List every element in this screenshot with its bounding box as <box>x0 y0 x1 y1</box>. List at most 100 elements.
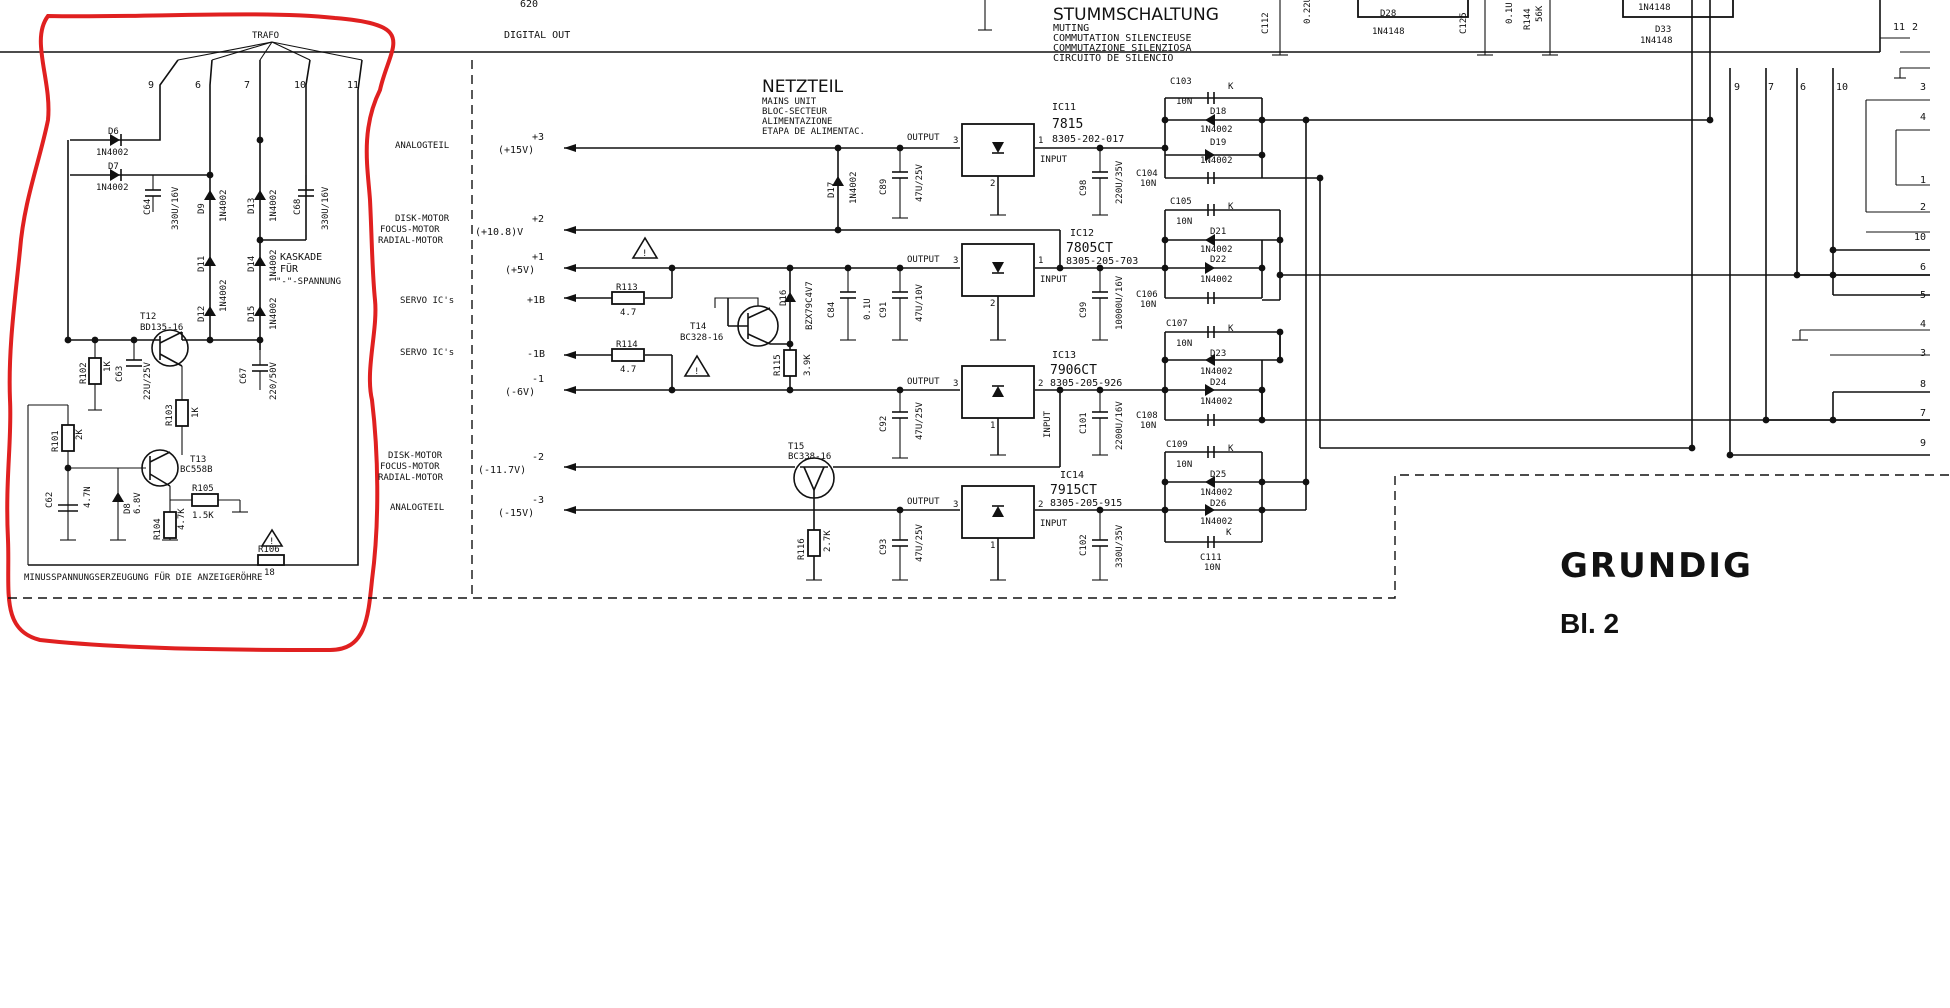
r114-value: 4.7 <box>620 365 636 375</box>
servo-a: SERVO IC's <box>400 296 454 306</box>
r102-value: 1K <box>103 361 113 372</box>
d24-label: D24 <box>1210 378 1226 388</box>
ic11-symbol-icon <box>992 142 1004 153</box>
bridge-rectifiers: C103 10N K D18 1N4002 D19 1N4002 C104 10… <box>1136 77 1284 573</box>
d21-type: 1N4002 <box>1200 245 1233 255</box>
ic12-out-pin: 3 <box>953 256 958 266</box>
ic11-output-label: OUTPUT <box>907 133 940 143</box>
d23-diode-icon <box>1205 354 1215 366</box>
rail-p3-voltage: (+15V) <box>498 145 534 156</box>
ic13-symbol-icon <box>992 386 1004 397</box>
minus-voltage-caption: MINUSSPANNUNGSERZEUGUNG FÜR DIE ANZEIGER… <box>24 572 262 583</box>
ic11-name: IC11 <box>1052 102 1076 113</box>
rail-m3-voltage: (-15V) <box>498 508 534 519</box>
c104-value: 10N <box>1140 179 1156 189</box>
ic12-in-pin: 1 <box>1038 256 1043 266</box>
d16-label: D16 <box>779 290 789 306</box>
bus-wires: 9 7 6 10 3 4 1 2 10 6 5 4 3 8 7 9 <box>1258 0 1930 511</box>
warning-icon-top <box>631 236 659 259</box>
d19-type: 1N4002 <box>1200 156 1233 166</box>
warning-icon-mid <box>683 354 711 377</box>
ic14-symbol-icon <box>992 506 1004 517</box>
c91-value: 47U/10V <box>915 283 925 322</box>
ic11-gnd-pin: 2 <box>990 179 995 189</box>
d25-label: D25 <box>1210 470 1226 480</box>
c63-value: 22U/25V <box>143 361 153 400</box>
r144-label: R144 <box>1523 8 1533 30</box>
ic14-in-pin: 2 <box>1038 500 1043 510</box>
digital-620: 620 <box>520 0 538 10</box>
focus-motor-b: FOCUS-MOTOR <box>380 462 440 472</box>
ic12-symbol-icon <box>992 262 1004 273</box>
trafo-pin-9: 9 <box>148 80 154 91</box>
rail-labels: ANALOGTEIL +3 (+15V) DISK-MOTOR FOCUS-MO… <box>378 132 545 519</box>
netzteil-line-3: ETAPA DE ALIMENTAC. <box>762 127 865 137</box>
ic13-body <box>961 365 1035 419</box>
t12-transistor-icon <box>151 329 189 367</box>
c67-value: 220/50V <box>269 361 279 400</box>
d8-value: 6.8V <box>133 492 143 514</box>
d15-type: 1N4002 <box>269 297 279 330</box>
stumm-line-3: CIRCUITO DE SILENCIO <box>1053 53 1173 64</box>
t13-label: T13 <box>190 455 206 465</box>
c109-k: K <box>1228 444 1234 454</box>
focus-motor-a: FOCUS-MOTOR <box>380 225 440 235</box>
d18-diode-icon <box>1205 114 1215 126</box>
trafo-pin-10: 10 <box>294 80 306 91</box>
ic14-regulator: OUTPUT 3 2 1 INPUT IC14 7915CT 8305-205-… <box>907 470 1122 581</box>
c105-k: K <box>1228 202 1234 212</box>
analogteil-a: ANALOGTEIL <box>395 141 449 151</box>
rail-p3: +3 <box>532 132 544 143</box>
ic12-regulator: OUTPUT 3 1 2 INPUT IC12 7805CT 8305-205-… <box>907 228 1138 341</box>
c68-label: C68 <box>293 199 303 215</box>
stumm-line-2: COMMUTAZIONE SILENZIOSA <box>1053 43 1191 54</box>
rail-p2: +2 <box>532 214 544 225</box>
c109-label: C109 <box>1166 440 1188 450</box>
ic13-in-pin: 2 <box>1038 379 1043 389</box>
c107-k: K <box>1228 324 1234 334</box>
d6-type: 1N4002 <box>96 148 129 158</box>
rail-m2-voltage: (-11.7V) <box>478 465 526 476</box>
rail-wires: ! ! <box>564 144 1165 514</box>
ic14-out-pin: 3 <box>953 500 958 510</box>
ic12-type: 7805CT <box>1066 241 1113 256</box>
d23-type: 1N4002 <box>1200 367 1233 377</box>
d6-diode-icon <box>110 134 120 146</box>
ic11-input-label: INPUT <box>1040 155 1068 165</box>
conn-pin-2: 2 <box>1920 202 1926 213</box>
minus-voltage-generator: D6 1N4002 D7 1N4002 C64 330U/16V D9 1N40… <box>24 59 363 583</box>
trafo-header: TRAFO 9 6 7 10 11 <box>148 31 363 91</box>
trafo-pin-7: 7 <box>244 80 250 91</box>
rail-m1: -1 <box>532 374 544 385</box>
d24-diode-icon <box>1205 384 1215 396</box>
d18-type: 1N4002 <box>1200 125 1233 135</box>
c89-value: 47U/25V <box>915 163 925 202</box>
t15-type: BC338-16 <box>788 452 831 462</box>
spannung-label: "-"-SPANNUNG <box>276 277 341 287</box>
d12-type: 1N4002 <box>219 279 229 312</box>
c98-label: C98 <box>1079 180 1089 196</box>
pin-2-top: 2 <box>1912 22 1918 33</box>
c107-value: 10N <box>1176 339 1192 349</box>
d22-type: 1N4002 <box>1200 275 1233 285</box>
c64-value: 330U/16V <box>171 186 181 230</box>
d14-diode-icon <box>254 256 266 266</box>
d6-label: D6 <box>108 127 119 137</box>
d-top-type: 1N4148 <box>1638 3 1671 13</box>
c103-k: K <box>1228 82 1234 92</box>
ic11-in-pin: 1 <box>1038 136 1043 146</box>
ic14-part: 8305-205-915 <box>1050 498 1122 509</box>
rail-p2-voltage: (+10.8)V <box>475 227 523 238</box>
r116-resistor-icon <box>807 529 821 557</box>
d21-diode-icon <box>1205 234 1215 246</box>
r106-value: 18 <box>264 568 275 578</box>
highlight-outline <box>5 12 396 653</box>
rail-m2: -2 <box>532 452 544 463</box>
ic12-output-label: OUTPUT <box>907 255 940 265</box>
conn-top-pin-10: 10 <box>1836 82 1848 93</box>
d16-diode-icon <box>784 292 796 302</box>
d11-diode-icon <box>204 256 216 266</box>
d7-type: 1N4002 <box>96 183 129 193</box>
c98-value: 220U/35V <box>1115 160 1125 204</box>
c107-label: C107 <box>1166 319 1188 329</box>
